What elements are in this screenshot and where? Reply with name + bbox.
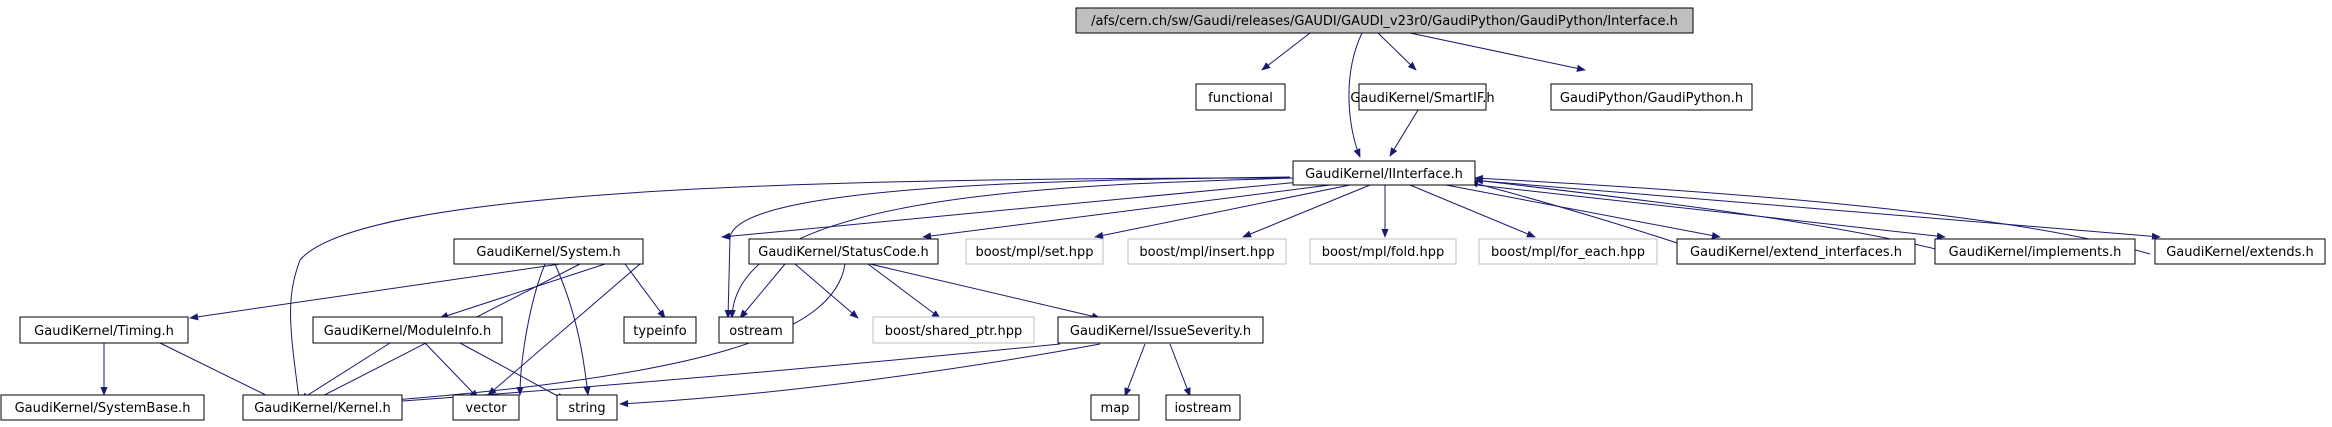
node-label: boost/mpl/set.hpp [975,245,1093,260]
node-label: iostream [1174,401,1231,416]
edge [1261,32,1311,71]
node-label: GaudiKernel/SmartIF.h [1350,91,1494,106]
node-label: boost/shared_ptr.hpp [885,324,1023,339]
node-label: ostream [729,324,783,339]
nodes: /afs/cern.ch/sw/Gaudi/releases/GAUDI/GAU… [0,7,2326,421]
node-label: /afs/cern.ch/sw/Gaudi/releases/GAUDI/GAU… [1091,14,1678,29]
edge [867,263,941,319]
node-interface-h[interactable]: /afs/cern.ch/sw/Gaudi/releases/GAUDI/GAU… [1075,7,1694,34]
edge [1474,174,2151,255]
node-extend-interfaces[interactable]: GaudiKernel/extend_interfaces.h [1676,238,1916,265]
edge [159,342,281,403]
edge [922,184,1331,240]
edge [728,177,1296,319]
edge [794,263,859,319]
node-label: functional [1208,91,1273,106]
node-map[interactable]: map [1090,394,1140,421]
node-label: boost/mpl/for_each.hpp [1491,245,1645,260]
edge [1449,181,1946,240]
edge [424,342,479,399]
node-label: GaudiKernel/System.h [476,245,620,260]
node-label: typeinfo [633,324,686,339]
node-timing-h[interactable]: GaudiKernel/Timing.h [19,316,189,344]
node-label: GaudiPython/GaudiPython.h [1560,91,1743,106]
node-functional[interactable]: functional [1195,83,1286,111]
node-label: GaudiKernel/ModuleInfo.h [324,324,491,339]
node-implements[interactable]: GaudiKernel/implements.h [1934,238,2136,265]
edge [309,263,846,410]
edge [721,181,1301,240]
edge [1242,184,1371,238]
node-gaudipython-h[interactable]: GaudiPython/GaudiPython.h [1550,83,1753,111]
node-typeinfo[interactable]: typeinfo [623,316,697,344]
node-label: GaudiKernel/IInterface.h [1305,167,1463,182]
node-extends[interactable]: GaudiKernel/extends.h [2154,238,2326,265]
node-label: GaudiKernel/extend_interfaces.h [1690,245,1902,260]
node-vector[interactable]: vector [452,394,520,421]
node-label: map [1101,401,1130,416]
edge [1469,179,2161,240]
edge [1348,32,1363,158]
edge [1409,32,1586,72]
node-label: GaudiKernel/extends.h [2166,245,2314,260]
edge [1169,343,1191,397]
edge [329,343,1061,410]
node-iostream[interactable]: iostream [1165,394,1241,421]
node-label: boost/mpl/fold.hpp [1322,245,1445,260]
edges [100,32,2161,410]
edge [554,263,591,396]
edge [299,342,391,401]
edge [290,177,1291,407]
node-label: string [568,401,605,416]
node-issueseverity[interactable]: GaudiKernel/IssueSeverity.h [1057,316,1264,344]
node-label: GaudiKernel/Kernel.h [254,401,391,416]
node-label: vector [465,401,507,416]
edge [1377,32,1417,71]
node-mpl-for-each[interactable]: boost/mpl/for_each.hpp [1478,238,1658,265]
node-kernel-h[interactable]: GaudiKernel/Kernel.h [242,394,403,421]
node-label: GaudiKernel/implements.h [1949,245,2122,260]
edge [1124,343,1146,397]
edge [1389,109,1419,157]
node-mpl-set[interactable]: boost/mpl/set.hpp [965,238,1104,265]
edge [739,263,786,319]
node-label: GaudiKernel/StatusCode.h [758,245,928,260]
edge [619,343,1101,408]
node-moduleinfo-h[interactable]: GaudiKernel/ModuleInfo.h [312,316,503,344]
node-mpl-insert[interactable]: boost/mpl/insert.hpp [1127,238,1287,265]
node-ostream[interactable]: ostream [718,316,794,344]
node-mpl-fold[interactable]: boost/mpl/fold.hpp [1309,238,1457,265]
node-smartif[interactable]: GaudiKernel/SmartIF.h [1350,83,1495,111]
edge [189,263,561,321]
edge [1429,181,1721,240]
edge [487,263,641,396]
edge [516,263,546,396]
edge [1409,184,1536,238]
edge [869,263,1101,320]
node-label: GaudiKernel/SystemBase.h [15,401,191,416]
node-statuscode-h[interactable]: GaudiKernel/StatusCode.h [748,238,939,265]
edge [624,263,666,319]
edge [1094,184,1351,239]
node-systembase[interactable]: GaudiKernel/SystemBase.h [0,394,205,421]
edge [439,263,606,319]
node-shared-ptr[interactable]: boost/shared_ptr.hpp [872,316,1035,344]
node-system-h[interactable]: GaudiKernel/System.h [453,238,644,265]
node-iinterface[interactable]: GaudiKernel/IInterface.h [1292,160,1476,186]
edge [459,342,566,401]
node-string[interactable]: string [556,394,618,421]
node-label: boost/mpl/insert.hpp [1139,245,1274,260]
node-label: GaudiKernel/IssueSeverity.h [1070,324,1251,339]
node-label: GaudiKernel/Timing.h [34,324,174,339]
